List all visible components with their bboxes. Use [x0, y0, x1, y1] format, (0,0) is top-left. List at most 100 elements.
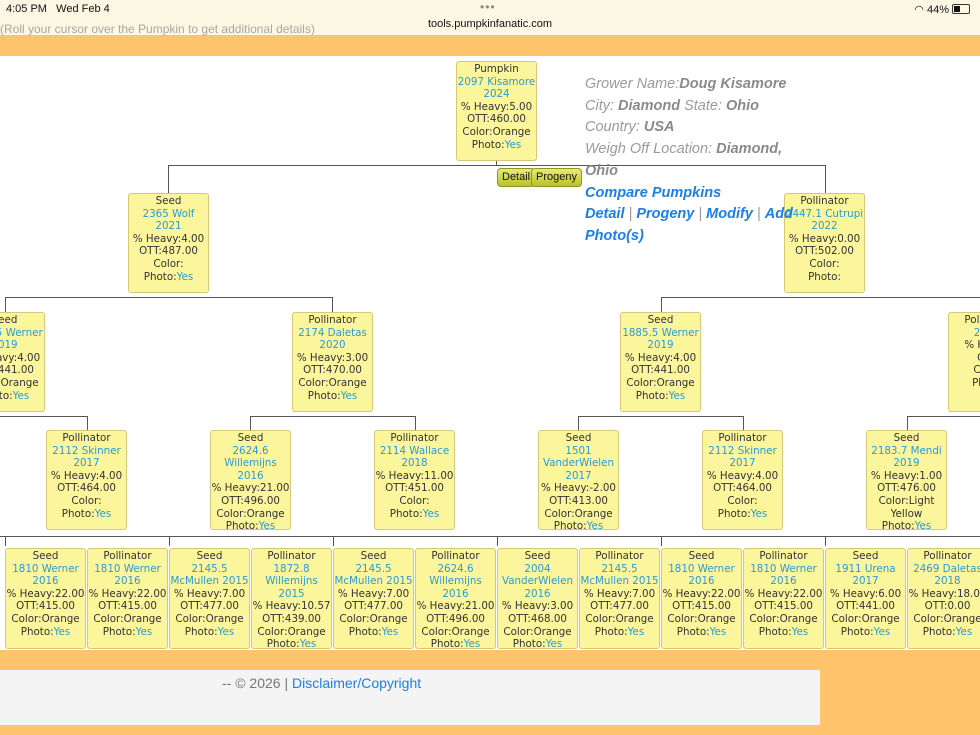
- photo-link[interactable]: Yes: [873, 625, 891, 638]
- photo-link[interactable]: Yes: [12, 389, 30, 402]
- detail-link[interactable]: Detail: [585, 206, 625, 223]
- connector-line: [907, 416, 980, 417]
- compare-pumpkins-link[interactable]: Compare Pumpkins: [585, 184, 722, 201]
- pumpkin-link[interactable]: 2112 Skinner 2017: [708, 444, 777, 470]
- pumpkin-link[interactable]: 2145.5 McMullen 2015: [170, 562, 249, 588]
- photo-link[interactable]: Yes: [381, 625, 399, 638]
- node-role: Seed: [524, 550, 551, 562]
- pumpkin-link[interactable]: 2174 Daletas 2020: [298, 326, 367, 352]
- photo-link[interactable]: Yes: [94, 507, 112, 520]
- node-heavy: % Heavy:22.00: [744, 587, 823, 600]
- photo-link[interactable]: Yes: [299, 638, 317, 649]
- photo-link[interactable]: Yes: [750, 507, 768, 520]
- pumpkin-link[interactable]: 1872.8 Willemijns 2015: [265, 562, 318, 600]
- add-photos-link[interactable]: Add Photo(s): [585, 206, 793, 244]
- node-photo: Photo:Yes: [61, 507, 112, 520]
- pumpkin-link[interactable]: 1911 Urena 2017: [835, 562, 896, 588]
- photo-link[interactable]: Yes: [709, 625, 727, 638]
- node-ott: OTT:441.00: [0, 364, 34, 377]
- pumpkin-link[interactable]: 2097 Kisamore 2024: [457, 75, 536, 101]
- node-role: Pollinator: [267, 550, 316, 562]
- pumpkin-link[interactable]: 2145.5 McMullen 2015: [334, 562, 413, 588]
- photo-link[interactable]: Yes: [340, 389, 358, 402]
- disclaimer-link[interactable]: Disclaimer/Copyright: [291, 675, 422, 691]
- more-dots-icon[interactable]: •••: [480, 0, 496, 14]
- pumpkin-link[interactable]: 2447.1 Cutrupi 2022: [785, 207, 864, 233]
- node-heavy: % Heavy:4.00: [706, 469, 779, 482]
- pumpkin-link[interactable]: 1885.5 Werner 2019: [0, 326, 43, 352]
- detail-button[interactable]: Detail: [497, 168, 536, 187]
- photo-link[interactable]: Yes: [217, 625, 235, 638]
- pumpkin-link[interactable]: 2469 Daletas 2018: [913, 562, 980, 588]
- photo-link[interactable]: Yes: [504, 138, 522, 151]
- pumpkin-link[interactable]: 2365 Wolf 2021: [142, 207, 195, 233]
- photo-link[interactable]: Yes: [545, 638, 563, 649]
- pumpkin-link[interactable]: 1501 VanderWielen 2017: [542, 444, 615, 482]
- photo-link[interactable]: Yes: [176, 270, 194, 283]
- photo-link[interactable]: Yes: [791, 625, 809, 638]
- node-ott: OTT:470.00: [303, 364, 362, 377]
- photo-link[interactable]: Yes: [135, 625, 153, 638]
- photo-link[interactable]: Yes: [463, 638, 481, 649]
- node-ott: OTT:441.00: [631, 364, 690, 377]
- pumpkin-link[interactable]: 1810 Werner 2016: [94, 562, 161, 588]
- pumpkin-node[interactable]: Pollinator2096.% Heavy:OTT:Color:Photo:: [948, 312, 980, 412]
- pumpkin-link[interactable]: 1810 Werner 2016: [12, 562, 79, 588]
- node-ott: OTT:451.00: [385, 482, 444, 495]
- node-color: Color:Orange: [421, 625, 490, 638]
- pumpkin-link[interactable]: 1885.5 Werner 2019: [622, 326, 699, 352]
- pumpkin-link[interactable]: 1810 Werner 2016: [750, 562, 817, 588]
- node-photo: Photo:: [808, 270, 841, 283]
- pumpkin-link[interactable]: 2096.: [973, 326, 980, 339]
- pumpkin-link[interactable]: 1810 Werner 2016: [668, 562, 735, 588]
- pumpkin-link[interactable]: 2624.6 Willemijns 2016: [429, 562, 482, 600]
- photo-link[interactable]: Yes: [627, 625, 645, 638]
- pumpkin-link[interactable]: 2624.6 Willemijns 2016: [224, 444, 277, 482]
- node-photo: Photo:Yes: [348, 625, 399, 638]
- battery-icon: [952, 4, 970, 14]
- photo-link[interactable]: Yes: [668, 389, 686, 402]
- pumpkin-link[interactable]: 2112 Skinner 2017: [52, 444, 121, 470]
- progeny-link[interactable]: Progeny: [636, 206, 695, 223]
- photo-link[interactable]: Yes: [586, 520, 604, 530]
- progeny-button[interactable]: Progeny: [531, 168, 582, 187]
- photo-link[interactable]: Yes: [914, 520, 932, 530]
- photo-link[interactable]: Yes: [258, 520, 276, 530]
- address-bar[interactable]: tools.pumpkinfanatic.com: [427, 18, 553, 30]
- photo-link[interactable]: Yes: [53, 625, 71, 638]
- photo-link[interactable]: Yes: [422, 507, 440, 520]
- pumpkin-link[interactable]: 2114 Wallace 2018: [379, 444, 450, 470]
- pumpkin-link[interactable]: 2004 VanderWielen 2016: [501, 562, 574, 600]
- node-heavy: % Heavy:11.00: [375, 469, 454, 482]
- node-color: Color:Orange: [0, 376, 39, 389]
- pumpkin-link[interactable]: 2145.5 McMullen 2015: [580, 562, 659, 588]
- modify-link[interactable]: Modify: [706, 206, 753, 223]
- pumpkin-link[interactable]: 2183.7 Mendi 2019: [871, 444, 942, 470]
- node-ott: OTT:0.00: [924, 600, 971, 613]
- photo-link[interactable]: Yes: [955, 625, 973, 638]
